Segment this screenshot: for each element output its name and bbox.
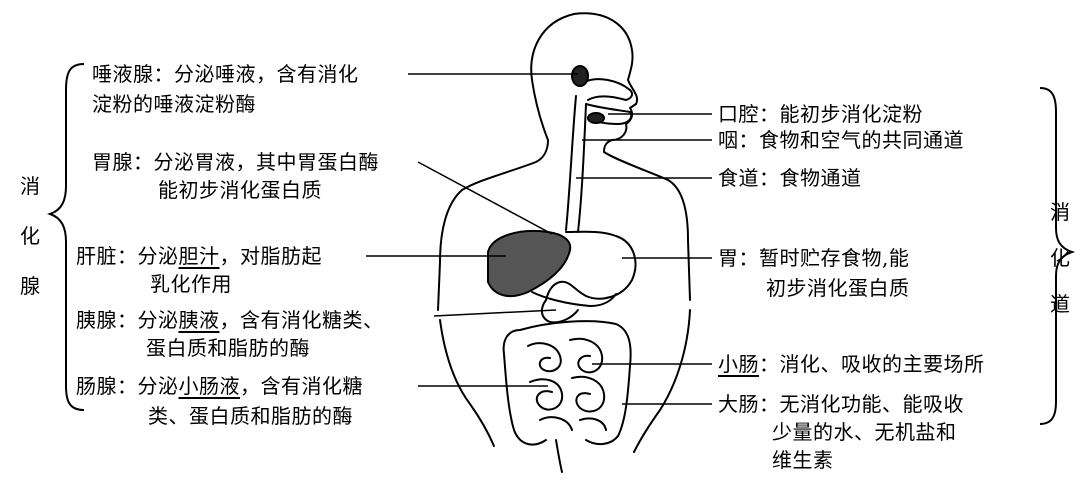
stomach-shape bbox=[545, 230, 637, 301]
large-intestine-label-3: 维生素 bbox=[772, 448, 834, 472]
left-brace bbox=[46, 63, 85, 411]
liver-key-term: 胆汁 bbox=[178, 244, 220, 268]
liver-name: 肝脏 bbox=[76, 244, 117, 268]
leader-gastric bbox=[417, 161, 553, 235]
right-title-char-1: 消 bbox=[1050, 200, 1071, 224]
pancreas-desc-post: ，含有消化糖类、 bbox=[219, 308, 384, 332]
pancreas-shape bbox=[531, 291, 617, 307]
rectum-shape bbox=[555, 439, 563, 473]
intestinal-gland-label: 肠腺：分泌小肠液，含有消化糖 bbox=[76, 374, 363, 398]
right-title-char-2: 化 bbox=[1050, 246, 1071, 270]
liver-colon: ： bbox=[117, 244, 138, 268]
intestinal-gland-desc-2: 类、蛋白质和脂肪的酶 bbox=[148, 404, 353, 428]
liver-shape bbox=[487, 230, 572, 298]
salivary-gland-name: 唾液腺 bbox=[92, 62, 154, 86]
mouth-label: 口腔：能初步消化淀粉 bbox=[718, 102, 923, 126]
esophagus bbox=[565, 95, 587, 233]
small-intestine-desc: ：消化、吸收的主要场所 bbox=[759, 352, 985, 376]
esophagus-label: 食道：食物通道 bbox=[718, 166, 862, 190]
salivary-gland-label: 唾液腺：分泌唾液，含有消化 bbox=[92, 62, 359, 86]
body-outline-left bbox=[437, 139, 549, 311]
tongue-gland-shape bbox=[587, 112, 605, 124]
stomach-label-2: 初步消化蛋白质 bbox=[766, 276, 910, 300]
large-intestine-label-1: 大肠：无消化功能、能吸收 bbox=[718, 392, 964, 416]
body-outline bbox=[530, 12, 691, 301]
liver-label: 肝脏：分泌胆汁，对脂肪起 bbox=[76, 244, 322, 268]
small-intestine-key-term: 小肠 bbox=[718, 352, 759, 376]
salivary-gland-desc-2: 淀粉的唾液淀粉酶 bbox=[92, 92, 256, 116]
pharynx-label: 咽：食物和空气的共同通道 bbox=[718, 128, 964, 152]
left-title-char-2: 化 bbox=[20, 224, 41, 248]
large-intestine-shape bbox=[502, 320, 632, 446]
hip-outline-left bbox=[439, 319, 495, 447]
right-title-char-3: 道 bbox=[1050, 292, 1071, 316]
pancreas-desc-pre: 分泌 bbox=[137, 308, 179, 332]
leader-pancreas bbox=[433, 309, 557, 317]
small-intestine-label: 小肠：消化、吸收的主要场所 bbox=[718, 352, 985, 376]
duodenum-shape bbox=[540, 299, 579, 324]
liver-desc-2: 乳化作用 bbox=[150, 272, 232, 296]
intestinal-gland-desc-pre: 分泌 bbox=[137, 374, 179, 398]
left-title-char-1: 消 bbox=[20, 174, 41, 198]
gastric-gland-desc-1: 分泌胃液，其中胃蛋白酶 bbox=[153, 150, 379, 174]
salivary-gland-desc-1: 分泌唾液，含有消化 bbox=[174, 62, 359, 86]
pancreas-name: 胰腺 bbox=[76, 308, 117, 332]
intestinal-gland-desc-post: ，含有消化糖 bbox=[240, 374, 363, 398]
gastric-gland-name: 胃腺 bbox=[92, 150, 133, 174]
intestinal-gland-key-term: 小肠液 bbox=[178, 374, 240, 398]
large-intestine-label-2: 少量的水、无机盐和 bbox=[772, 420, 957, 444]
left-title-char-3: 腺 bbox=[20, 274, 41, 298]
gastric-gland-colon: ： bbox=[133, 150, 154, 174]
pancreas-label: 胰腺：分泌胰液，含有消化糖类、 bbox=[76, 308, 384, 332]
gastric-gland-desc-2: 能初步消化蛋白质 bbox=[158, 178, 322, 202]
pancreas-desc-2: 蛋白质和脂肪的酶 bbox=[146, 336, 310, 360]
pancreas-colon: ： bbox=[117, 308, 138, 332]
liver-desc-post: ，对脂肪起 bbox=[219, 244, 322, 268]
right-brace bbox=[1039, 87, 1076, 425]
intestinal-gland-colon: ： bbox=[117, 374, 138, 398]
salivary-gland-colon: ： bbox=[153, 62, 174, 86]
nasal-passage bbox=[583, 78, 634, 101]
salivary-gland-shape bbox=[571, 65, 589, 87]
intestinal-gland-name: 肠腺 bbox=[76, 374, 117, 398]
stomach-label-1: 胃：暂时贮存食物,能 bbox=[718, 246, 910, 270]
hip-outline-right bbox=[633, 309, 691, 453]
small-intestine-shape bbox=[527, 337, 607, 431]
gastric-gland-label: 胃腺：分泌胃液，其中胃蛋白酶 bbox=[92, 150, 379, 174]
liver-desc-pre: 分泌 bbox=[137, 244, 179, 268]
pancreas-key-term: 胰液 bbox=[178, 308, 220, 332]
